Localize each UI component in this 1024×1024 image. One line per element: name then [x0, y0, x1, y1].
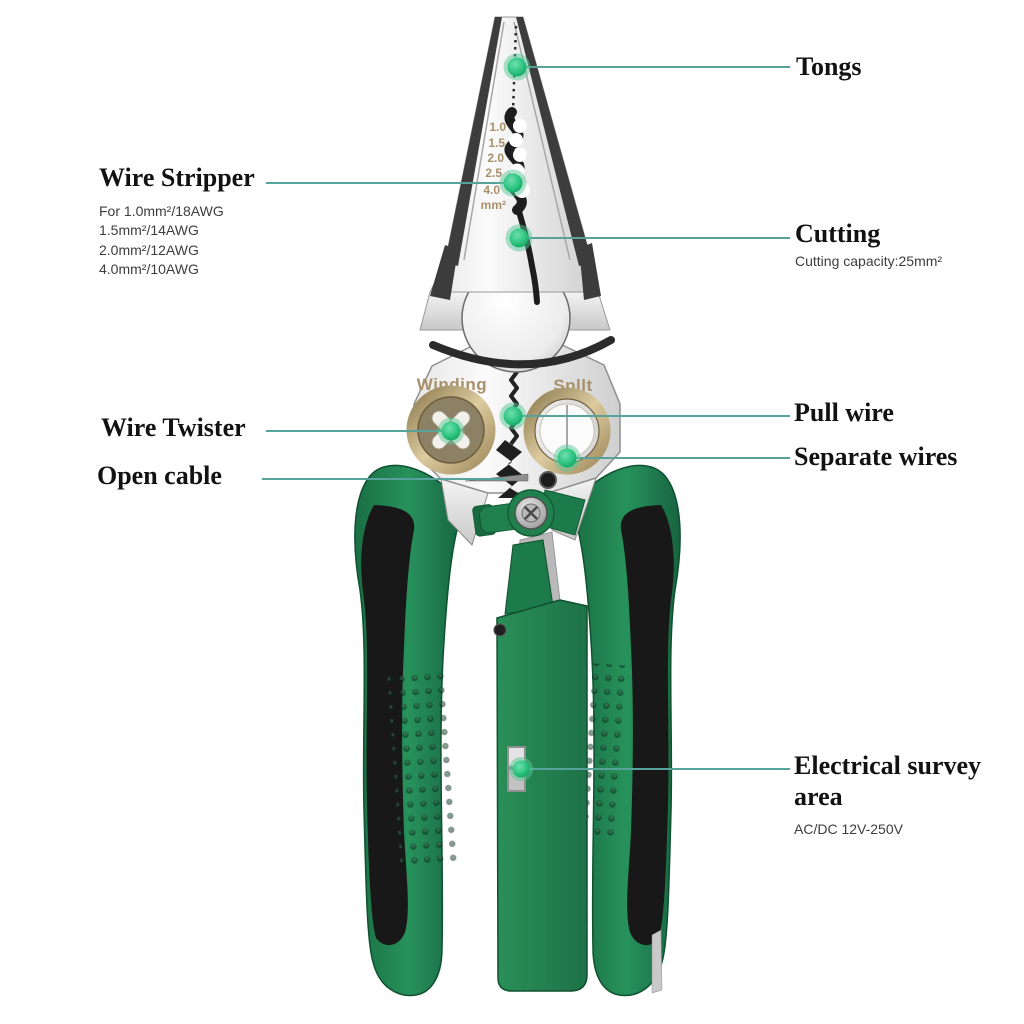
label-open-cable: Open cable — [97, 461, 222, 490]
marker-cutting — [505, 224, 533, 252]
label-tongs: Tongs — [796, 52, 862, 81]
marker-tongs — [503, 53, 531, 81]
gauge-mm2: mm² — [481, 198, 506, 212]
right-handle-grip-black — [620, 505, 674, 946]
gauge-2-5: 2.5 — [485, 166, 502, 180]
gauge-1-5: 1.5 — [488, 136, 505, 150]
right-handle-metal-edge — [651, 929, 663, 994]
marker-separate-wires — [553, 444, 581, 472]
label-electrical-rating: AC/DC 12V-250V — [794, 821, 903, 837]
marker-wire-stripper — [499, 169, 527, 197]
label-cutting-capacity: Cutting capacity:25mm² — [795, 253, 943, 269]
left-handle-dot-texture — [387, 670, 461, 870]
electrical-line-1: Electrical survey — [794, 751, 981, 780]
label-wire-twister: Wire Twister — [101, 413, 246, 442]
tester-body — [496, 599, 588, 992]
callout-markers — [437, 53, 581, 781]
wire-stripper-line-4: 4.0mm²/10AWG — [99, 261, 199, 278]
label-wire-stripper: Wire Stripper — [99, 163, 255, 192]
locking-latch — [472, 489, 586, 537]
tester-hinge-bolt — [493, 623, 507, 637]
nose-right-edge — [516, 17, 592, 266]
gauge-2-0: 2.0 — [487, 151, 504, 165]
marker-electrical — [509, 757, 533, 781]
label-wire-stripper-details: For 1.0mm²/18AWG 1.5mm²/14AWG 2.0mm²/12A… — [99, 202, 224, 280]
label-electrical-survey: Electrical survey area — [794, 751, 981, 812]
label-cutting: Cutting — [795, 219, 881, 248]
label-pull-wire: Pull wire — [794, 398, 894, 427]
right-handle — [570, 464, 681, 997]
wire-stripper-line-1: For 1.0mm²/18AWG — [99, 203, 224, 219]
jaw-gap-line — [429, 336, 615, 369]
marker-wire-twister — [437, 417, 465, 445]
marker-pull-wire — [499, 402, 527, 430]
wire-stripper-line-2: 1.5mm²/14AWG — [99, 222, 199, 239]
voltage-tester-module — [493, 531, 588, 992]
rivet-hole — [539, 471, 557, 489]
nose-left-ear — [430, 245, 458, 300]
gauge-4-0: 4.0 — [483, 183, 500, 197]
nose-right-ear — [579, 243, 601, 300]
electrical-line-2: area — [794, 781, 843, 811]
label-separate-wires: Separate wires — [794, 442, 958, 471]
left-handle — [354, 464, 463, 997]
nose-left-edge — [445, 17, 502, 266]
wire-stripper-line-3: 2.0mm²/12AWG — [99, 241, 199, 258]
pivot-screw — [514, 496, 548, 530]
gauge-1-0: 1.0 — [489, 120, 506, 134]
crimp-notch — [496, 440, 526, 498]
